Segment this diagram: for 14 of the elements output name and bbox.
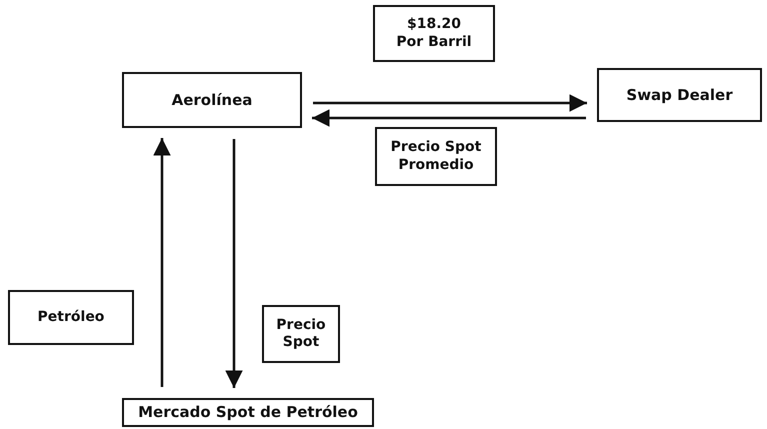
entity-box xyxy=(122,72,302,128)
entity-box xyxy=(122,398,374,427)
arrow xyxy=(312,109,586,127)
edge-label: Precio Spot xyxy=(262,305,340,363)
node-label: Swap Dealer xyxy=(625,86,734,104)
arrow xyxy=(153,138,171,387)
edge-label: Precio Spot Promedio xyxy=(375,127,497,186)
edge-label: Petróleo xyxy=(8,290,134,345)
arrow xyxy=(225,139,243,388)
entity-box xyxy=(597,68,762,122)
edge-label: $18.20 Por Barril xyxy=(373,5,495,62)
arrow xyxy=(313,94,587,112)
node-label: Aerolínea xyxy=(170,90,254,110)
node-label: Mercado Spot de Petróleo xyxy=(137,403,359,422)
